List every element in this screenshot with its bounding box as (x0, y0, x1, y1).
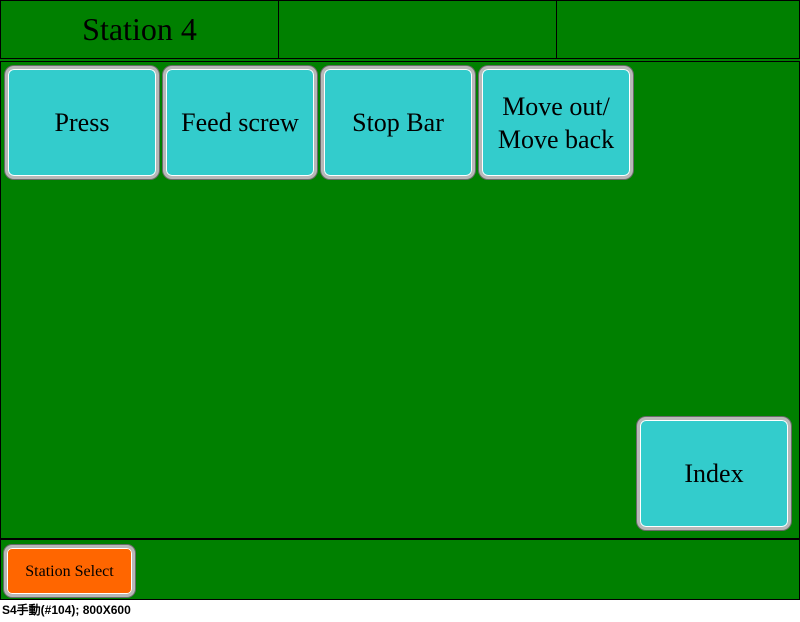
move-out-move-back-button[interactable]: Move out/ Move back (479, 66, 633, 179)
hmi-screen: Station 4 Press Feed screw Stop Bar Move… (0, 0, 800, 600)
header-cell-2 (278, 0, 557, 59)
move-out-label: Move out/ (502, 91, 610, 121)
press-button-label: Press (54, 108, 110, 137)
header-cell-3 (556, 0, 800, 59)
station-select-button[interactable]: Station Select (4, 545, 135, 597)
station-title-cell: Station 4 (0, 0, 279, 59)
screen-caption: S4手動(#104); 800X600 (2, 603, 131, 617)
feed-screw-button-label: Feed screw (181, 108, 299, 137)
feed-screw-button[interactable]: Feed screw (163, 66, 317, 179)
press-button[interactable]: Press (5, 66, 159, 179)
index-button[interactable]: Index (637, 417, 791, 530)
index-button-label: Index (684, 459, 744, 488)
station-select-label: Station Select (25, 562, 114, 580)
station-title: Station 4 (82, 11, 197, 47)
stop-bar-button-label: Stop Bar (352, 108, 444, 137)
stop-bar-button[interactable]: Stop Bar (321, 66, 475, 179)
move-back-label: Move back (497, 124, 615, 154)
